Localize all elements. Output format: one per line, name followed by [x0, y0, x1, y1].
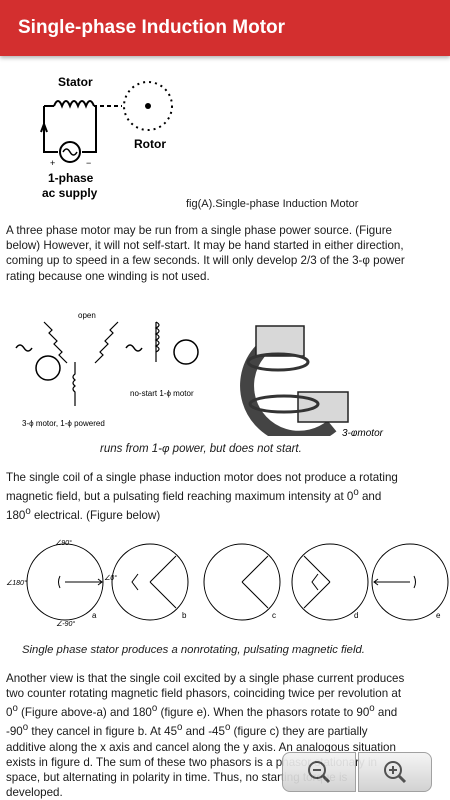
paragraph-3-text: (Figure above-a) and 180	[17, 706, 152, 720]
paragraph-1: A three phase motor may be run from a si…	[6, 224, 405, 283]
fig-a-diagram: Stator + − 1-phase ac supply Rotor	[40, 75, 173, 200]
page-title: Single-phase Induction Motor	[18, 17, 286, 38]
phasor-label-b: b	[182, 611, 187, 620]
angle-180-label: ∠180°	[6, 579, 27, 587]
fig-phasors-caption: Single phase stator produces a nonrotati…	[22, 644, 365, 656]
superscript: o	[151, 703, 158, 715]
superscript: o	[22, 722, 29, 734]
superscript: o	[25, 506, 31, 518]
supply-label-line1: 1-phase	[48, 171, 94, 185]
fig-a-caption: fig(A).Single-phase Induction Motor	[186, 198, 359, 210]
superscript: o	[224, 722, 231, 734]
phasor-label-d: d	[354, 611, 358, 620]
paragraph-3-text: and -45	[182, 725, 225, 739]
rotor-label: Rotor	[134, 137, 166, 151]
angle-0-label: ∠0°	[104, 574, 117, 582]
open-label: open	[78, 311, 96, 320]
paragraph-3-text: Another view is that the single coil exc…	[6, 672, 405, 720]
phasor-label-e: e	[436, 611, 441, 620]
rotor-circle	[123, 81, 173, 131]
paragraph-3-text: they cancel in figure b. At 45	[28, 725, 178, 739]
app-bar: Single-phase Induction Motor	[0, 0, 450, 56]
angle-minus-90-label: ∠-90°	[56, 620, 75, 628]
minus-sign: −	[86, 158, 91, 168]
paragraph-2-text: and 180	[6, 490, 382, 523]
superscript: o	[369, 703, 375, 715]
fig-3phase-diagram: open 3-ϕ motor, 1-ϕ powered no-start 1-ϕ…	[15, 311, 384, 436]
paragraph-3-text: and -90	[6, 706, 398, 739]
zoom-in-button[interactable]	[358, 752, 432, 792]
zoom-controls	[282, 752, 432, 792]
nostart-label: no-start 1-ϕ motor	[130, 389, 194, 398]
paragraph-3-text: (figure e). When the phasors rotate to 9…	[157, 706, 370, 720]
phasor-label-c: c	[272, 611, 276, 620]
zoom-out-button[interactable]	[282, 752, 356, 792]
paragraph-2-text: electrical. (Figure below)	[30, 509, 161, 523]
fig-phasors-diagram: ∠90° ∠180° ∠0° ∠-90° a b c d e	[6, 539, 449, 628]
superscript: o	[12, 703, 18, 715]
paragraph-2-text: The single coil of a single phase induct…	[6, 471, 398, 504]
superscript: o	[177, 722, 183, 734]
fig-3phase-caption: runs from 1-φ power, but does not start.	[100, 443, 302, 455]
superscript: o	[353, 487, 359, 499]
phasor-label-a: a	[92, 611, 97, 620]
supply-label-line2: ac supply	[42, 186, 98, 200]
plus-sign: +	[50, 158, 55, 168]
article-content[interactable]: Stator + − 1-phase ac supply Rotor fig(A…	[0, 56, 450, 800]
paragraph-2: The single coil of a single phase induct…	[6, 470, 406, 523]
zoom-out-icon	[308, 761, 331, 784]
motor-label: 3-φmotor	[342, 428, 384, 436]
stator-label: Stator	[58, 75, 93, 89]
zoom-in-icon	[384, 761, 407, 784]
powered-label: 3-ϕ motor, 1-ϕ powered	[22, 419, 105, 428]
angle-90-label: ∠90°	[55, 539, 72, 547]
